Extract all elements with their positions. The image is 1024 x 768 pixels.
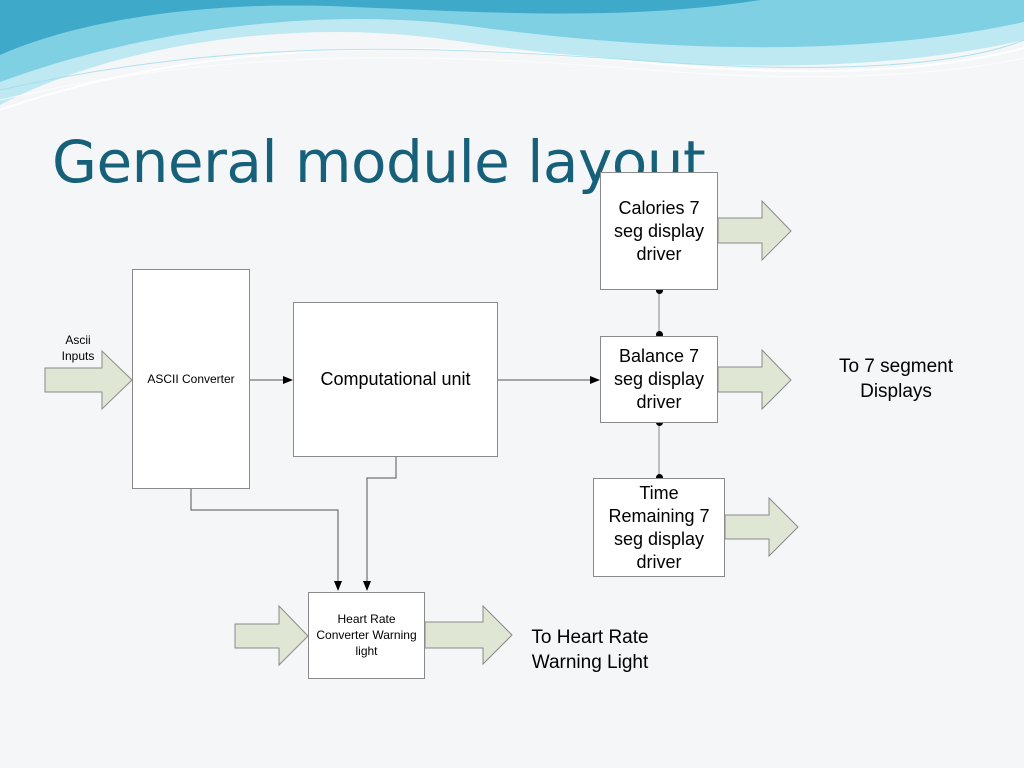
calories-output-block-arrow bbox=[717, 199, 792, 262]
connector-ascii-to-heart-rate bbox=[190, 489, 342, 591]
computational-unit-block: Computational unit bbox=[293, 302, 498, 457]
heart-rate-output-block-arrow bbox=[424, 604, 513, 666]
time-remaining-driver-block: Time Remaining 7 seg display driver bbox=[593, 478, 725, 577]
connector-computational-to-heart-rate bbox=[363, 457, 397, 591]
heart-rate-converter-label: Heart Rate Converter Warning light bbox=[316, 612, 417, 658]
slide-title: General module layout bbox=[52, 128, 706, 196]
ascii-inputs-label: Ascii Inputs bbox=[61, 333, 95, 363]
balance-driver-block: Balance 7 seg display driver bbox=[600, 336, 718, 423]
balance-driver-label: Balance 7 seg display driver bbox=[613, 346, 705, 412]
calories-driver-block: Calories 7 seg display driver bbox=[600, 172, 718, 290]
calories-driver-label: Calories 7 seg display driver bbox=[613, 197, 705, 264]
ascii-converter-label: ASCII Converter bbox=[147, 372, 235, 386]
computational-unit-label: Computational unit bbox=[320, 369, 471, 389]
balance-output-block-arrow bbox=[717, 348, 792, 411]
to-heart-rate-warning-light-label: To Heart Rate Warning Light bbox=[531, 627, 649, 673]
time-output-block-arrow bbox=[724, 496, 799, 558]
heart-rate-input-block-arrow bbox=[234, 604, 309, 667]
junction-dot bbox=[656, 287, 663, 294]
to-7-segment-displays-label: To 7 segment Displays bbox=[838, 356, 954, 402]
header-wave-decoration bbox=[0, 0, 1024, 111]
junction-dot bbox=[656, 331, 663, 338]
junction-dot bbox=[656, 474, 663, 481]
ascii-converter-block: ASCII Converter bbox=[132, 269, 250, 489]
ascii-inputs-block-arrow bbox=[44, 349, 133, 411]
time-remaining-driver-label: Time Remaining 7 seg display driver bbox=[608, 482, 710, 572]
heart-rate-converter-block: Heart Rate Converter Warning light bbox=[308, 592, 425, 679]
